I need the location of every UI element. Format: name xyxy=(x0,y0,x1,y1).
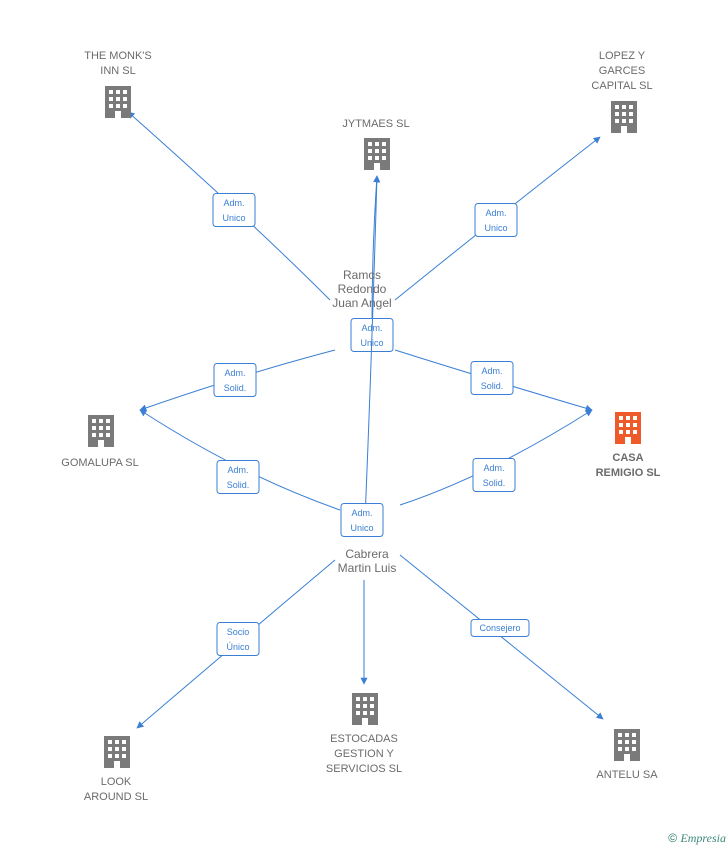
company-label-line: GESTION Y xyxy=(334,748,394,760)
company-label-line: LOPEZ Y xyxy=(599,50,646,62)
brand-logo: Empresia xyxy=(680,831,726,845)
edge-cabrera-jytmaes: Adm. Unico xyxy=(340,175,384,537)
nodes-layer: THE MONK'S INN SL JYTMAES SL LOPEZ Y GARCES C… xyxy=(61,50,660,803)
relation-label-text: Unico xyxy=(484,223,507,233)
edge-ramos-lopez: Adm. Unico xyxy=(394,136,601,301)
company-label-line: GARCES xyxy=(599,65,645,77)
edge-ramos-monks: Adm. Unico xyxy=(127,111,331,301)
relation-label-text: Unico xyxy=(222,213,245,223)
relation-label-text: Adm. xyxy=(481,366,502,376)
relation-label-box xyxy=(212,193,256,227)
relation-label-text: Adm. xyxy=(483,463,504,473)
relation-label-text: Adm. xyxy=(224,368,245,378)
company-label-line: CAPITAL SL xyxy=(591,80,652,92)
company-label-line: JYTMAES SL xyxy=(342,118,409,130)
building-icon xyxy=(615,412,641,444)
relation-label[interactable]: Adm. Solid. xyxy=(216,460,260,494)
relation-label[interactable]: Adm. Unico xyxy=(340,503,384,537)
footer-credit: © Empresia xyxy=(668,831,726,846)
relation-label-text: Consejero xyxy=(479,623,520,633)
relation-label-box xyxy=(472,458,516,492)
relation-label-box xyxy=(216,460,260,494)
relation-label-box xyxy=(216,622,260,656)
company-label-line: SERVICIOS SL xyxy=(326,763,402,775)
company-label-line: REMIGIO SL xyxy=(596,467,661,479)
relation-label-text: Único xyxy=(226,642,249,652)
company-node-gomalupa[interactable]: GOMALUPA SL xyxy=(61,415,139,469)
company-label-line: CASA xyxy=(612,452,643,464)
relation-label[interactable]: Adm. Unico xyxy=(212,193,256,227)
relation-label-text: Adm. xyxy=(223,198,244,208)
relation-label-text: Solid. xyxy=(481,381,504,391)
company-label-line: LOOK xyxy=(101,776,132,788)
company-node-estocadas[interactable]: ESTOCADAS GESTION Y SERVICIOS SL xyxy=(326,693,402,775)
relation-label-text: Solid. xyxy=(227,480,250,490)
relation-label-box xyxy=(340,503,384,537)
relation-label[interactable]: Adm. Solid. xyxy=(213,363,257,397)
company-label-line: ANTELU SA xyxy=(596,769,658,781)
person-label-line: Juan Angel xyxy=(332,296,391,310)
building-icon xyxy=(105,86,131,118)
building-icon xyxy=(364,138,390,170)
relation-label-text: Adm. xyxy=(351,508,372,518)
building-icon xyxy=(88,415,114,447)
relation-label-text: Socio xyxy=(227,627,250,637)
relation-label[interactable]: Adm. Solid. xyxy=(472,458,516,492)
company-node-monks[interactable]: THE MONK'S INN SL xyxy=(84,50,152,118)
edge-line xyxy=(364,175,381,521)
person-label-line: Martin Luis xyxy=(338,561,397,575)
edge-line xyxy=(371,175,381,321)
building-icon xyxy=(104,736,130,768)
company-node-lopez[interactable]: LOPEZ Y GARCES CAPITAL SL xyxy=(591,50,653,133)
relation-label[interactable]: Adm. Solid. xyxy=(470,361,514,395)
relation-label[interactable]: Adm. Unico xyxy=(474,203,518,237)
relation-label[interactable]: Consejero xyxy=(470,619,530,637)
relation-label-box xyxy=(213,363,257,397)
edge-cabrera-gomalupa: Adm. Solid. xyxy=(139,409,341,511)
relation-label-text: Solid. xyxy=(483,478,506,488)
relation-label-text: Solid. xyxy=(224,383,247,393)
building-icon xyxy=(611,101,637,133)
relation-label-text: Unico xyxy=(350,523,373,533)
relation-label-box xyxy=(474,203,518,237)
company-label-line: THE MONK'S xyxy=(84,50,152,62)
company-node-antelu[interactable]: ANTELU SA xyxy=(596,729,658,781)
person-label-line: Redondo xyxy=(338,282,387,296)
copyright-symbol: © xyxy=(668,831,678,845)
edge-cabrera-antelu: Consejero xyxy=(399,554,604,720)
relation-label-text: Adm. xyxy=(485,208,506,218)
company-label-line: INN SL xyxy=(100,65,135,77)
company-node-look[interactable]: LOOK AROUND SL xyxy=(84,736,148,803)
building-icon xyxy=(352,693,378,725)
edge-ramos-casa: Adm. Solid. xyxy=(394,349,593,412)
company-label-line: ESTOCADAS xyxy=(330,733,398,745)
relation-label-box xyxy=(470,361,514,395)
company-node-casa[interactable]: CASA REMIGIO SL xyxy=(596,412,661,479)
relation-label-box xyxy=(470,619,530,637)
company-label-line: GOMALUPA SL xyxy=(61,457,138,469)
person-label-line: Ramos xyxy=(343,268,381,282)
company-label-line: AROUND SL xyxy=(84,791,148,803)
person-label-line: Cabrera xyxy=(345,547,389,561)
building-icon xyxy=(614,729,640,761)
edge-ramos-gomalupa: Adm. Solid. xyxy=(139,349,336,412)
company-node-jytmaes[interactable]: JYTMAES SL xyxy=(342,118,410,170)
edge-cabrera-casa: Adm. Solid. xyxy=(399,409,593,506)
relation-label-text: Adm. xyxy=(227,465,248,475)
